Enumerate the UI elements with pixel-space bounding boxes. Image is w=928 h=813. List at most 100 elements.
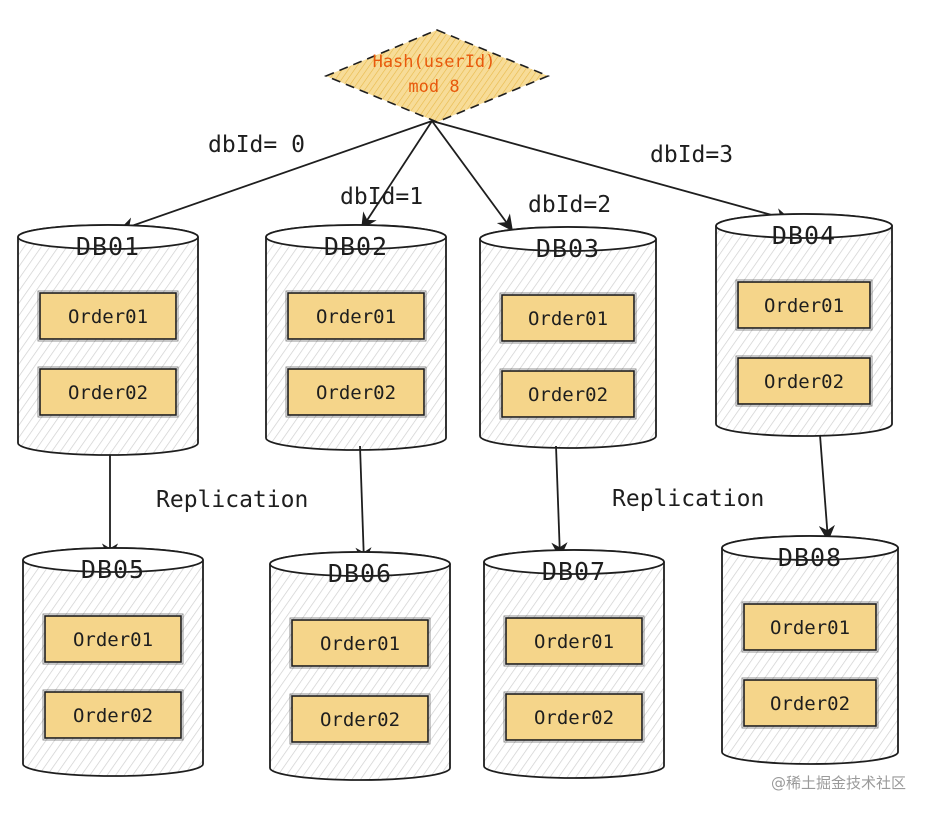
table-box xyxy=(737,281,871,329)
table-order02: Order02 xyxy=(289,693,431,745)
table-order02: Order02 xyxy=(499,368,637,420)
table-box xyxy=(737,357,871,405)
table-label: Order01 xyxy=(770,617,850,639)
table-label: Order01 xyxy=(316,306,396,328)
database-layer: DB01Order01Order02DB02Order01Order02DB03… xyxy=(17,213,899,781)
database-title: DB02 xyxy=(324,232,388,261)
replication-label-right: Replication xyxy=(612,486,764,512)
watermark: @稀土掘金技术社区 xyxy=(770,774,906,792)
table-box xyxy=(501,370,635,418)
arrow-to-db01 xyxy=(118,120,433,233)
database-title: DB04 xyxy=(772,221,836,250)
table-order01: Order01 xyxy=(37,290,179,342)
table-order02: Order02 xyxy=(37,366,179,418)
table-box xyxy=(291,619,429,667)
hash-label-line1: Hash(userId) xyxy=(373,52,496,72)
table-box xyxy=(44,691,182,739)
table-order02: Order02 xyxy=(741,677,879,729)
hash-node: Hash(userId) mod 8 xyxy=(323,29,551,123)
table-box-sketch xyxy=(503,615,645,667)
table-order02: Order02 xyxy=(503,691,645,743)
database-title: DB03 xyxy=(536,234,600,263)
replication-arrows xyxy=(101,434,835,564)
table-box-sketch xyxy=(499,368,637,420)
database-top xyxy=(17,224,199,250)
table-box-sketch xyxy=(285,290,427,342)
table-box-sketch xyxy=(499,292,637,344)
table-label: Order02 xyxy=(534,707,614,729)
database-top xyxy=(483,549,665,575)
table-label: Order01 xyxy=(73,629,153,651)
database-top xyxy=(265,224,447,250)
hash-diamond xyxy=(323,29,551,123)
database-top xyxy=(479,226,657,252)
table-label: Order01 xyxy=(320,633,400,655)
table-box-sketch xyxy=(289,693,431,745)
table-label: Order02 xyxy=(528,384,608,406)
replication-arrow-db03-db07 xyxy=(551,445,568,559)
table-box xyxy=(501,294,635,342)
table-label: Order01 xyxy=(534,631,614,653)
database-top xyxy=(715,213,893,239)
table-box-sketch xyxy=(735,355,873,407)
table-label: Order02 xyxy=(73,705,153,727)
database-title: DB07 xyxy=(542,557,606,586)
table-order02: Order02 xyxy=(735,355,873,407)
table-box-sketch xyxy=(285,366,427,418)
edge-label-db04: dbId=3 xyxy=(650,142,733,168)
table-order01: Order01 xyxy=(42,613,184,665)
table-box xyxy=(287,368,425,416)
table-box xyxy=(39,368,177,416)
table-box xyxy=(505,617,643,665)
hash-label-line2: mod 8 xyxy=(408,77,459,97)
table-order01: Order01 xyxy=(289,617,431,669)
table-box xyxy=(44,615,182,663)
table-box-sketch xyxy=(741,677,879,729)
table-box-sketch xyxy=(741,601,879,653)
database-title: DB01 xyxy=(76,232,140,261)
table-box-sketch xyxy=(42,613,184,665)
table-label: Order01 xyxy=(764,295,844,317)
table-box-sketch xyxy=(37,290,179,342)
table-box xyxy=(287,292,425,340)
table-label: Order02 xyxy=(68,382,148,404)
replication-arrow-db04-db08 xyxy=(818,434,835,542)
table-box xyxy=(39,292,177,340)
table-box-sketch xyxy=(503,691,645,743)
table-box-sketch xyxy=(42,689,184,741)
table-box xyxy=(743,679,877,727)
table-box xyxy=(291,695,429,743)
edge-label-db01: dbId= 0 xyxy=(208,132,305,158)
replication-arrow-db02-db06 xyxy=(355,445,372,564)
edge-label-db03: dbId=2 xyxy=(528,192,611,218)
table-order01: Order01 xyxy=(285,290,427,342)
table-order01: Order01 xyxy=(499,292,637,344)
database-title: DB05 xyxy=(81,555,145,584)
database-top xyxy=(721,535,899,561)
table-box-sketch xyxy=(289,617,431,669)
table-label: Order01 xyxy=(528,308,608,330)
arrow-to-db02 xyxy=(361,120,433,230)
database-title: DB06 xyxy=(328,559,392,588)
table-label: Order02 xyxy=(320,709,400,731)
arrow-to-db04 xyxy=(431,120,792,224)
arrow-to-db03 xyxy=(431,120,513,232)
table-order02: Order02 xyxy=(285,366,427,418)
table-label: Order01 xyxy=(68,306,148,328)
replication-label-left: Replication xyxy=(156,487,308,513)
table-order02: Order02 xyxy=(42,689,184,741)
routing-arrows xyxy=(118,120,792,233)
edge-label-db02: dbId=1 xyxy=(340,184,423,210)
table-label: Order02 xyxy=(764,371,844,393)
table-order01: Order01 xyxy=(503,615,645,667)
database-top xyxy=(269,551,451,577)
